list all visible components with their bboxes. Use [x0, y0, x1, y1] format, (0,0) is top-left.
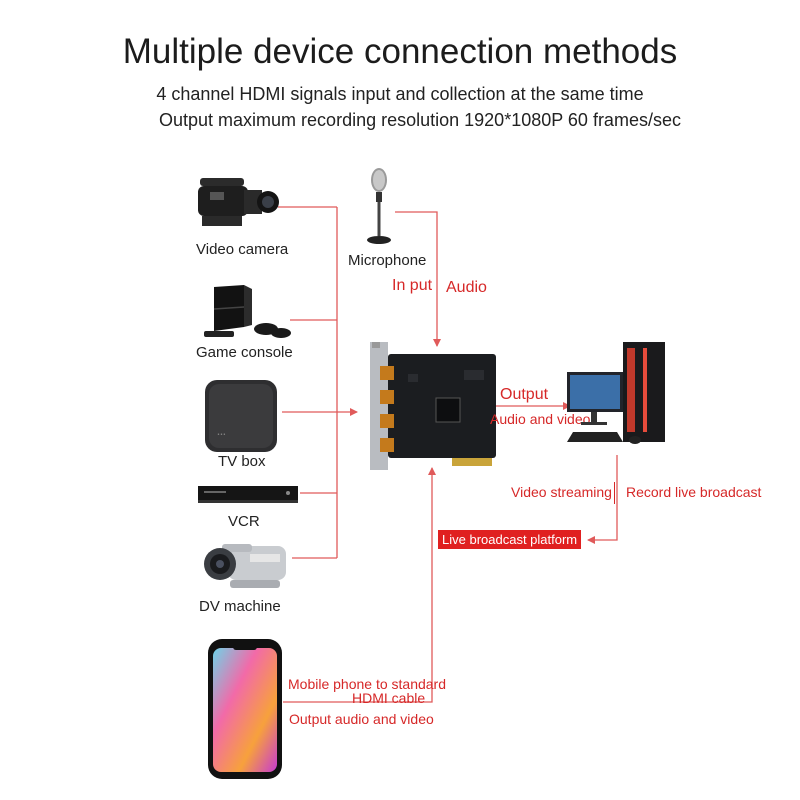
video-streaming-label: Video streaming — [511, 484, 612, 500]
subtitle-resolution: Output maximum recording resolution 1920… — [159, 110, 681, 130]
output-audio-video-label: Output audio and video — [289, 711, 434, 727]
dv-machine — [200, 540, 292, 592]
microphone-icon — [367, 168, 391, 244]
video-camera-label: Video camera — [196, 241, 289, 258]
vcr-label: VCR — [228, 513, 260, 530]
record-live-broadcast-label: Record live broadcast — [626, 484, 762, 500]
tv-box-label: TV box — [218, 453, 266, 470]
live-broadcast-platform-badge: Live broadcast platform — [438, 530, 582, 549]
dv-machine-icon — [204, 544, 286, 588]
microphone-label: Microphone — [348, 252, 427, 269]
microphone — [361, 166, 397, 246]
label-divider — [614, 482, 615, 504]
vcr-icon — [198, 486, 298, 503]
phone-cable-label-1: Mobile phone to standard — [288, 676, 446, 692]
vcr — [198, 484, 300, 506]
input-label: In put — [392, 277, 433, 294]
game-console-icon — [204, 285, 291, 338]
capture-card-icon — [370, 342, 496, 470]
video-camera-icon — [198, 178, 279, 226]
mobile-phone-icon — [208, 639, 282, 779]
microphone-connector — [395, 211, 441, 347]
video-camera — [190, 172, 280, 234]
output-label: Output — [500, 386, 549, 403]
svg-text:•••: ••• — [217, 432, 226, 438]
pc-workstation — [565, 340, 675, 450]
page-title: Multiple device connection methods — [122, 32, 678, 71]
pc-icon — [567, 342, 665, 444]
tv-box: ••• — [203, 378, 279, 454]
tv-box-icon: ••• — [205, 380, 277, 452]
mobile-phone — [207, 638, 283, 780]
audio-label: Audio — [446, 279, 487, 296]
dv-machine-label: DV machine — [199, 598, 281, 615]
phone-connector — [283, 467, 436, 703]
subtitle-channels: 4 channel HDMI signals input and collect… — [156, 84, 644, 104]
game-console-label: Game console — [196, 344, 293, 361]
game-console — [196, 283, 292, 343]
audio-video-output-label: Audio and video — [490, 411, 591, 427]
record-connector — [587, 455, 618, 544]
phone-cable-label-2: HDMI cable — [352, 690, 426, 706]
capture-card — [368, 340, 498, 480]
